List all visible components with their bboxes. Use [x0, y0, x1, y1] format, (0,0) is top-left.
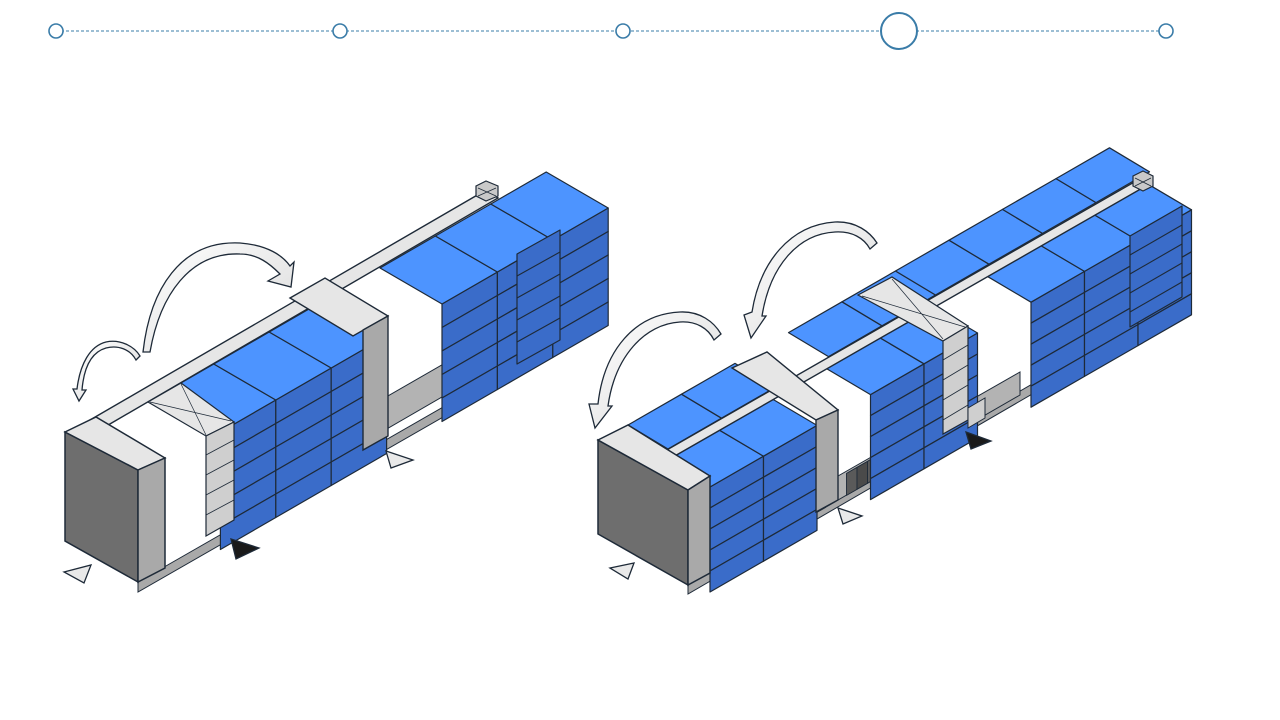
cell-divider [516, 251, 561, 277]
end-face-side [137, 456, 166, 584]
cell-divider [516, 295, 561, 321]
stepper-node-current[interactable] [880, 12, 918, 50]
cell-top [1055, 147, 1151, 204]
grey-slot [967, 397, 986, 429]
pointer-light-icon [62, 564, 93, 584]
divider-frame-side [815, 408, 839, 514]
pointer-light-icon [608, 562, 636, 580]
pointer-light-icon [385, 449, 415, 469]
stepper-node[interactable] [332, 23, 348, 39]
rail-end-cap [475, 180, 499, 202]
cell-grid [627, 147, 1193, 593]
cell-divider [1129, 224, 1183, 256]
cell-end-face [1129, 205, 1183, 328]
cell-divider [516, 317, 561, 343]
cell-top [490, 171, 609, 241]
stepper-node[interactable] [48, 23, 64, 39]
rail-end-cap [1132, 170, 1154, 192]
empty-slot-side [205, 421, 235, 538]
move-arrow-large [142, 242, 295, 353]
rack-after [588, 147, 1193, 595]
cell-end-face [516, 229, 561, 365]
cell-divider [1129, 243, 1183, 275]
move-arrow-lower [588, 311, 722, 430]
end-face-side [687, 474, 711, 587]
cell-side [552, 301, 609, 359]
divider-frame-side [362, 314, 389, 452]
move-arrow-upper [743, 221, 878, 340]
cell-side [1137, 293, 1193, 347]
pointer-dark-icon [230, 538, 261, 560]
cell-divider [516, 273, 561, 299]
pointer-light-icon [837, 506, 864, 525]
pointer-dark-icon [965, 430, 993, 450]
move-arrow-small [71, 340, 141, 403]
stepper-node[interactable] [615, 23, 631, 39]
cell-side [762, 508, 818, 562]
rack-before [62, 171, 609, 593]
cell-divider [1129, 262, 1183, 294]
stepper-node[interactable] [1158, 23, 1174, 39]
progress-stepper [48, 12, 1174, 50]
cell-divider [1129, 281, 1183, 313]
